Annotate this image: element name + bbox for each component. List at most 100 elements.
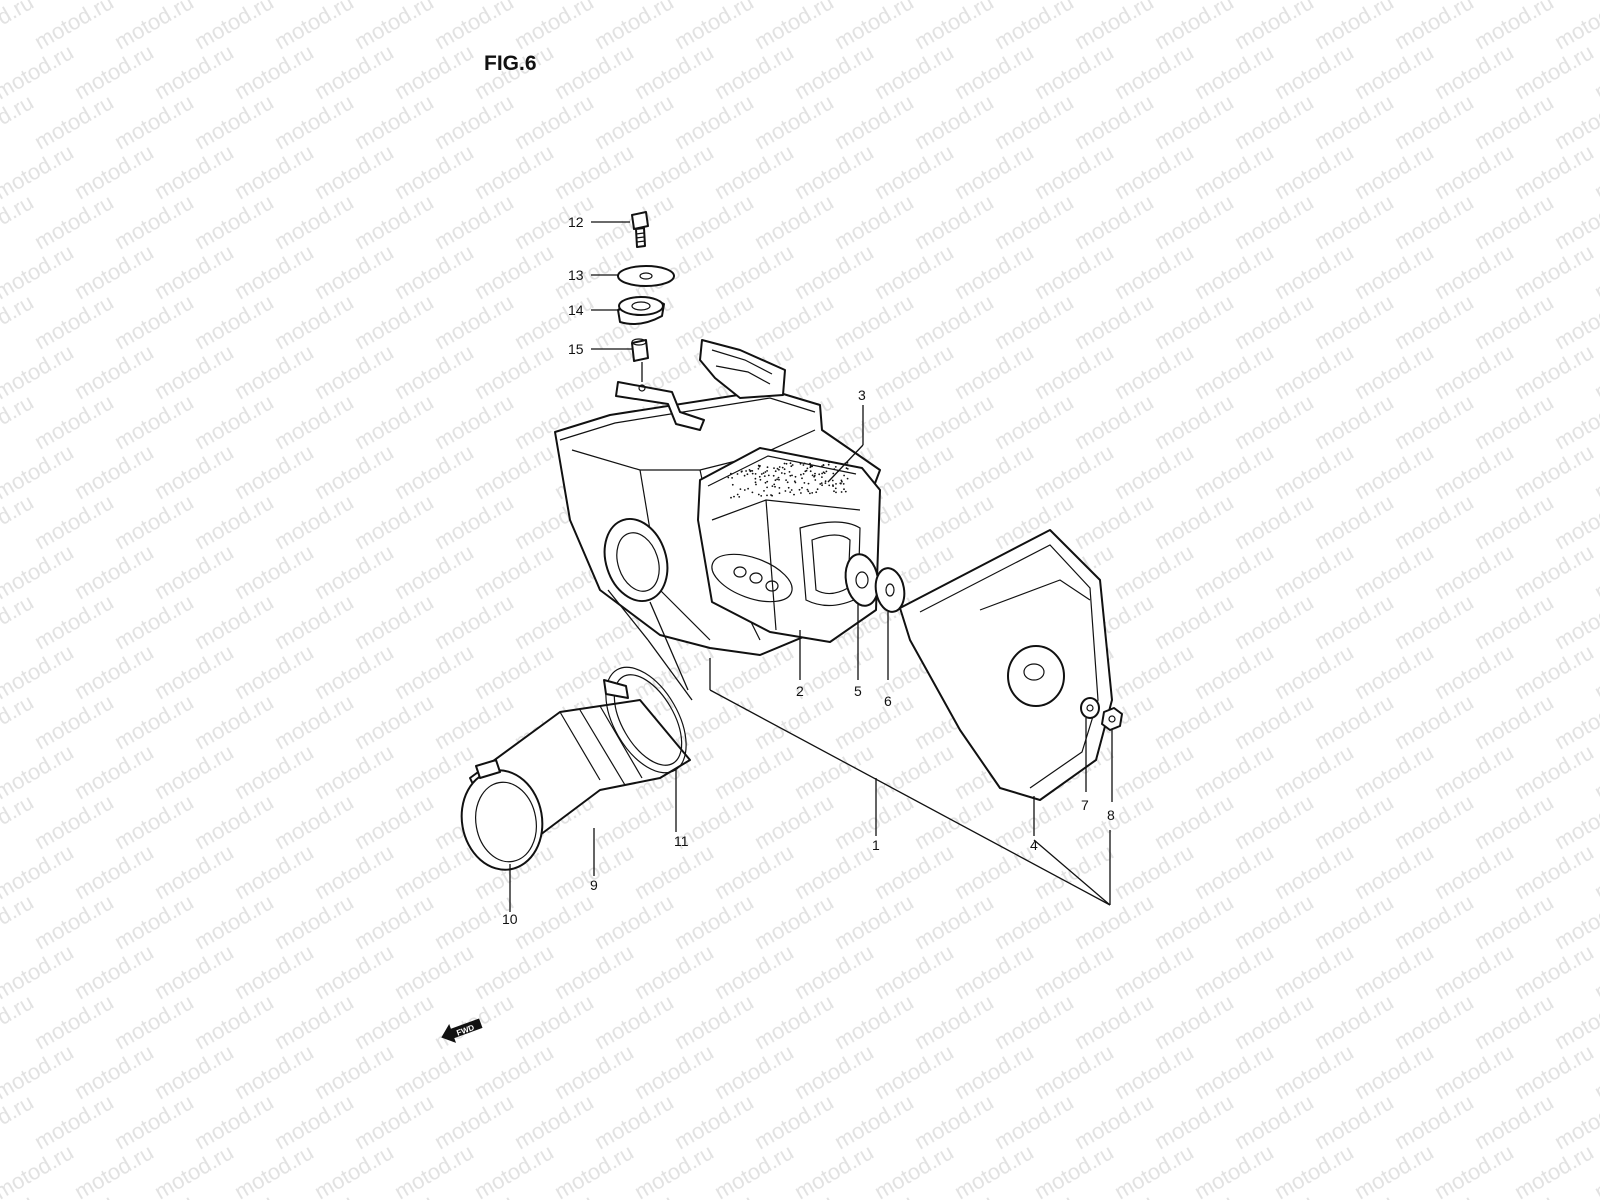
watermark-text: motod.ru — [910, 189, 998, 254]
watermark-text: motod.ru — [510, 1089, 598, 1154]
filter-stipple-dot — [760, 495, 762, 497]
watermark-text: motod.ru — [1230, 189, 1318, 254]
watermark-text: motod.ru — [470, 639, 558, 704]
watermark-text: motod.ru — [1510, 539, 1598, 604]
filter-stipple-dot — [835, 488, 837, 490]
watermark-text: motod.ru — [590, 1089, 678, 1154]
watermark-text: motod.ru — [430, 0, 518, 54]
watermark-text: motod.ru — [590, 789, 678, 854]
watermark-text: motod.ru — [550, 1039, 638, 1104]
watermark-text: motod.ru — [1390, 889, 1478, 954]
watermark-text: motod.ru — [1030, 139, 1118, 204]
filter-stipple-dot — [773, 467, 775, 469]
watermark-text: motod.ru — [1390, 489, 1478, 554]
watermark-text: motod.ru — [1430, 439, 1518, 504]
filter-stipple-dot — [835, 492, 837, 494]
watermark-text: motod.ru — [1110, 1139, 1198, 1200]
watermark-text: motod.ru — [710, 239, 798, 304]
watermark-text: motod.ru — [750, 889, 838, 954]
watermark-text: motod.ru — [1350, 239, 1438, 304]
filter-stipple-dot — [744, 475, 746, 477]
filter-stipple-dot — [766, 470, 768, 472]
watermark-text: motod.ru — [590, 0, 678, 54]
watermark-text: motod.ru — [870, 1139, 958, 1200]
callout-10: 10 — [502, 911, 518, 927]
watermark-text: motod.ru — [1270, 739, 1358, 804]
filter-stipple-dot — [758, 468, 760, 470]
filter-stipple-dot — [804, 463, 806, 465]
watermark-text: motod.ru — [350, 89, 438, 154]
watermark-text: motod.ru — [910, 889, 998, 954]
watermark-text: motod.ru — [950, 1139, 1038, 1200]
watermark-text: motod.ru — [70, 939, 158, 1004]
watermark-text: motod.ru — [1070, 889, 1158, 954]
callout-6: 6 — [884, 693, 892, 709]
filter-stipple-dot — [804, 482, 806, 484]
watermark-text: motod.ru — [310, 439, 398, 504]
watermark-text: motod.ru — [1070, 89, 1158, 154]
watermark-text: motod.ru — [750, 1089, 838, 1154]
watermark-text: motod.ru — [110, 489, 198, 554]
filter-stipple-dot — [775, 470, 777, 472]
watermark-text: motod.ru — [70, 739, 158, 804]
filter-stipple-dot — [761, 473, 763, 475]
watermark-text: motod.ru — [190, 389, 278, 454]
filter-stipple-dot — [730, 497, 732, 499]
watermark-text: motod.ru — [1590, 339, 1600, 404]
watermark-text: motod.ru — [350, 689, 438, 754]
filter-stipple-dot — [759, 476, 761, 478]
watermark-text: motod.ru — [110, 689, 198, 754]
callout-4: 4 — [1030, 837, 1038, 853]
watermark-text: motod.ru — [870, 739, 958, 804]
watermark-text: motod.ru — [710, 839, 798, 904]
watermark-text: motod.ru — [1390, 189, 1478, 254]
watermark-text: motod.ru — [310, 939, 398, 1004]
watermark-text: motod.ru — [1030, 839, 1118, 904]
watermark-text: motod.ru — [150, 539, 238, 604]
watermark-text: motod.ru — [1590, 39, 1600, 104]
watermark-text: motod.ru — [70, 1039, 158, 1104]
filter-stipple-dot — [784, 468, 786, 470]
watermark-text: motod.ru — [470, 339, 558, 404]
filter-stipple-dot — [765, 471, 767, 473]
filter-stipple-dot — [787, 481, 789, 483]
watermark-text: motod.ru — [1230, 289, 1318, 354]
watermark-text: motod.ru — [1310, 989, 1398, 1054]
filter-stipple-dot — [795, 476, 797, 478]
filter-stipple-dot — [825, 482, 827, 484]
watermark-text: motod.ru — [1510, 639, 1598, 704]
watermark-text: motod.ru — [1230, 989, 1318, 1054]
watermark-text: motod.ru — [0, 0, 38, 54]
watermark-text: motod.ru — [1550, 1189, 1600, 1200]
watermark-text: motod.ru — [70, 39, 158, 104]
filter-stipple-dot — [747, 488, 749, 490]
filter-stipple-dot — [833, 468, 835, 470]
filter-stipple-dot — [826, 471, 828, 473]
watermark-text: motod.ru — [70, 139, 158, 204]
watermark-text: motod.ru — [950, 939, 1038, 1004]
watermark-text: motod.ru — [270, 689, 358, 754]
watermark-text: motod.ru — [1270, 639, 1358, 704]
figure-title: FIG.6 — [484, 52, 537, 75]
watermark-text: motod.ru — [1230, 689, 1318, 754]
filter-stipple-dot — [821, 484, 823, 486]
watermark-text: motod.ru — [710, 1139, 798, 1200]
watermark-text: motod.ru — [1190, 839, 1278, 904]
watermark-text: motod.ru — [430, 89, 518, 154]
watermark-text: motod.ru — [830, 0, 918, 54]
watermark-text: motod.ru — [30, 889, 118, 954]
watermark-text: motod.ru — [230, 1039, 318, 1104]
filter-stipple-dot — [778, 477, 780, 479]
watermark-text: motod.ru — [790, 239, 878, 304]
watermark-text: motod.ru — [350, 889, 438, 954]
watermark-text: motod.ru — [230, 739, 318, 804]
watermark-text: motod.ru — [910, 389, 998, 454]
watermark-text: motod.ru — [230, 839, 318, 904]
watermark-text: motod.ru — [30, 1089, 118, 1154]
watermark-text: motod.ru — [910, 289, 998, 354]
watermark-text: motod.ru — [150, 839, 238, 904]
watermark-text: motod.ru — [1070, 289, 1158, 354]
watermark-text: motod.ru — [510, 989, 598, 1054]
filter-stipple-dot — [755, 481, 757, 483]
filter-stipple-dot — [807, 489, 809, 491]
